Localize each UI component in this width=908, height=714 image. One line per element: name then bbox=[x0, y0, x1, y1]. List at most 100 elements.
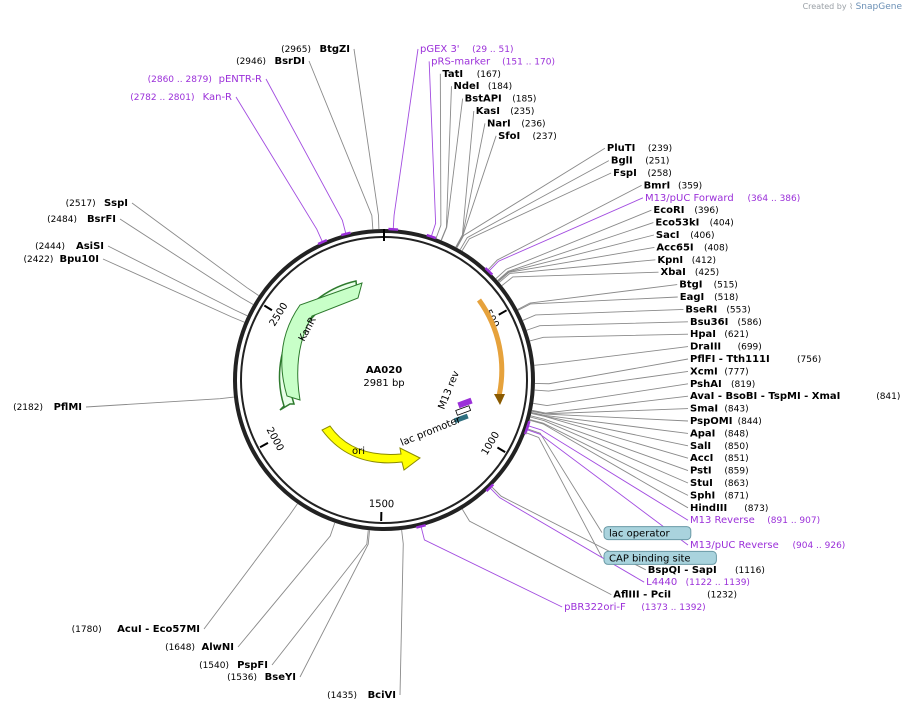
leader-line bbox=[420, 526, 563, 608]
site-name: BmrI bbox=[644, 180, 671, 191]
lac-promoter-label: lac promoter bbox=[399, 414, 463, 449]
leader-line bbox=[498, 246, 655, 282]
plasmid-size: 2981 bp bbox=[363, 378, 404, 389]
leader-line bbox=[85, 396, 235, 408]
feature-box-text: CAP binding site bbox=[609, 553, 691, 564]
enzyme-site-label: Eco53kI(404) bbox=[655, 218, 733, 229]
enzyme-site-label: KasI(235) bbox=[476, 106, 535, 117]
site-position: (406) bbox=[690, 231, 714, 241]
enzyme-site-label: PshAI(819) bbox=[690, 379, 755, 390]
enzyme-site-label: BciVI(1435) bbox=[327, 690, 396, 701]
site-name: AccI bbox=[690, 453, 713, 464]
site-position: (863) bbox=[724, 479, 748, 489]
site-position: (844) bbox=[738, 417, 762, 427]
leader-line bbox=[102, 258, 245, 323]
enzyme-site-label: HpaI(621) bbox=[690, 329, 749, 340]
plasmid-name: AA020 bbox=[366, 365, 402, 376]
site-name: pRS-marker bbox=[431, 56, 491, 67]
enzyme-site-label: BseRI(553) bbox=[685, 304, 750, 315]
enzyme-site-label: PflFI - Tth111I(756) bbox=[690, 354, 821, 365]
site-name: EcoRI bbox=[653, 205, 684, 216]
site-position: (1540) bbox=[199, 661, 229, 671]
site-position: (236) bbox=[521, 119, 545, 129]
site-name: PflMI bbox=[54, 402, 82, 413]
primer-site-mark bbox=[317, 238, 328, 246]
site-name: TatI bbox=[442, 69, 463, 80]
site-name: AlwNI bbox=[202, 642, 235, 653]
site-position: (185) bbox=[512, 95, 536, 105]
site-name: BglI bbox=[611, 156, 633, 167]
site-name: Acc65I bbox=[656, 242, 693, 253]
site-name: AcuI - Eco57MI bbox=[117, 624, 200, 635]
site-position: (151 .. 170) bbox=[502, 57, 555, 67]
leader-line bbox=[525, 432, 603, 558]
leader-line bbox=[529, 419, 689, 509]
primer-site-mark bbox=[416, 524, 426, 529]
enzyme-site-label: PstI(859) bbox=[690, 466, 749, 477]
enzyme-site-label: PspFI(1540) bbox=[199, 660, 268, 671]
enzyme-site-label: BglI(251) bbox=[611, 156, 670, 167]
primer-label: M13/pUC Reverse (904 .. 926) bbox=[690, 540, 845, 551]
site-name: StuI bbox=[690, 478, 713, 489]
site-name: KasI bbox=[476, 106, 500, 117]
ori-label: ori bbox=[352, 446, 365, 457]
enzyme-site-label: PluTI(239) bbox=[607, 143, 672, 154]
site-name: NdeI bbox=[453, 81, 479, 92]
site-position: (851) bbox=[724, 454, 748, 464]
tick-label: 1500 bbox=[369, 499, 395, 511]
site-position: (904 .. 926) bbox=[793, 541, 846, 551]
site-position: (859) bbox=[724, 467, 748, 477]
leader-line bbox=[530, 415, 689, 472]
site-name: AflIII - PciI bbox=[613, 590, 671, 601]
site-name: M13/pUC Reverse bbox=[690, 540, 779, 551]
feature-box-text: lac operator bbox=[609, 529, 670, 540]
site-position: (425) bbox=[695, 268, 719, 278]
leader-line bbox=[526, 321, 688, 331]
primer-site-mark bbox=[485, 483, 495, 492]
site-position: (756) bbox=[797, 355, 821, 365]
site-position: (1435) bbox=[327, 691, 357, 701]
site-name: NarI bbox=[487, 118, 511, 129]
leader-line bbox=[299, 530, 370, 678]
enzyme-site-label: ApaI(848) bbox=[690, 428, 749, 439]
site-name: M13/pUC Forward bbox=[645, 193, 734, 204]
enzyme-site-label: BsrDI(2946) bbox=[236, 56, 305, 67]
leader-line bbox=[488, 197, 644, 272]
enzyme-site-label: BstAPI(185) bbox=[465, 94, 537, 105]
enzyme-site-label: KpnI(412) bbox=[657, 255, 716, 266]
site-position: (237) bbox=[533, 132, 557, 142]
site-name: Bsu36I bbox=[690, 317, 728, 328]
primer-label: pRS-marker (151 .. 170) bbox=[431, 56, 555, 67]
feature-box-label: CAP binding site bbox=[603, 550, 717, 565]
leader-line bbox=[440, 86, 452, 241]
site-name: pGEX 3' bbox=[420, 44, 460, 55]
enzyme-site-label: AcuI - Eco57MI(1780) bbox=[72, 624, 200, 635]
leader-layer bbox=[85, 48, 689, 696]
enzyme-site-label: Acc65I(408) bbox=[656, 242, 728, 253]
site-name: BsrDI bbox=[274, 56, 305, 67]
enzyme-site-label: EagI(518) bbox=[680, 292, 739, 303]
enzyme-site-label: AsiSI(2444) bbox=[35, 241, 104, 252]
enzyme-site-label: XcmI(777) bbox=[690, 366, 749, 377]
site-position: (819) bbox=[731, 380, 755, 390]
site-position: (2422) bbox=[23, 255, 53, 265]
site-position: (1122 .. 1139) bbox=[686, 578, 750, 588]
site-name: AvaI - BsoBI - TspMI - XmaI bbox=[690, 391, 840, 402]
primer-label: M13/pUC Forward(364 .. 386) bbox=[645, 193, 800, 204]
primer-label: L4440(1122 .. 1139) bbox=[646, 577, 750, 588]
enzyme-site-label: NarI (236) bbox=[487, 118, 546, 129]
site-position: (1373 .. 1392) bbox=[641, 603, 705, 613]
enzyme-site-label: TatI(167) bbox=[442, 69, 501, 80]
site-name: pENTR-R bbox=[219, 74, 262, 85]
site-position: (843) bbox=[724, 405, 748, 415]
site-name: FspI bbox=[613, 168, 637, 179]
feature-box bbox=[603, 526, 692, 541]
enzyme-site-label: SspI(2517) bbox=[66, 198, 128, 209]
tick-label: 2000 bbox=[264, 426, 286, 454]
leader-line bbox=[531, 412, 689, 459]
site-name: BspQI - SapI bbox=[648, 565, 717, 576]
m13-rev-label: M13 rev bbox=[437, 369, 462, 411]
site-position: (1648) bbox=[165, 643, 195, 653]
tick-mark bbox=[263, 304, 273, 312]
